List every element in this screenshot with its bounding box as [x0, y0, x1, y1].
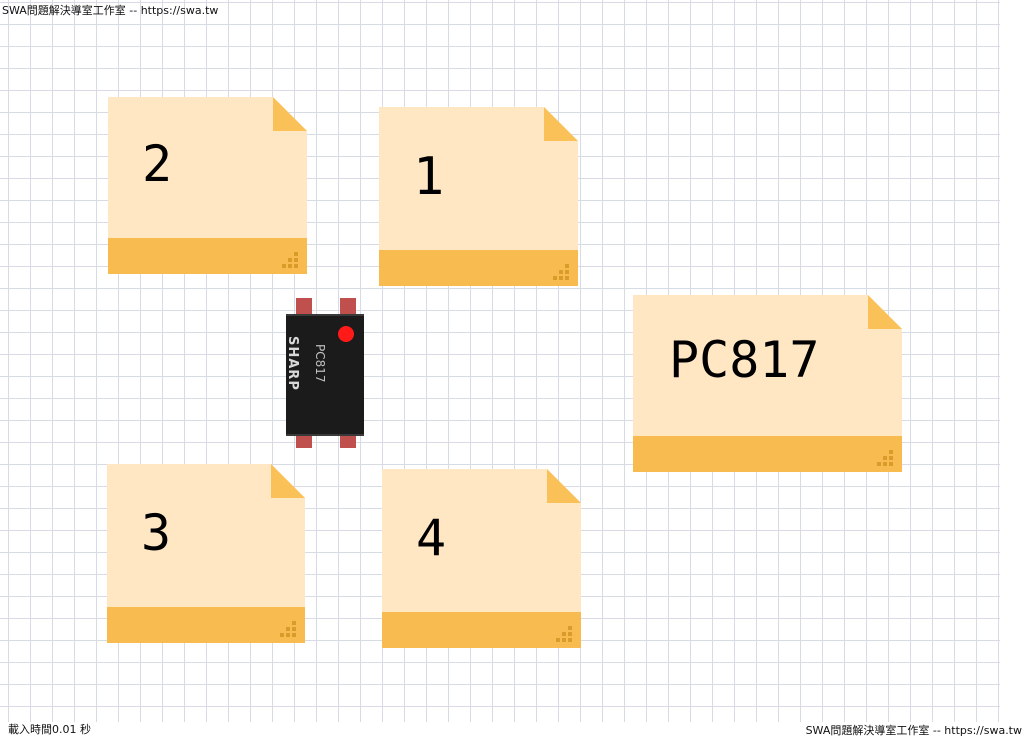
diagram-canvas: 2 1 PC817 [0, 0, 1000, 722]
site-footer-text: SWA問題解決導室工作室 -- https://swa.tw [805, 724, 1022, 737]
sticky-note-2[interactable]: 2 [108, 97, 307, 274]
note-fold [544, 107, 578, 141]
note-label: 3 [141, 504, 172, 562]
note-fold [271, 464, 305, 498]
resize-grip-icon[interactable] [280, 250, 300, 270]
note-fold [868, 295, 902, 329]
note-footer-bar [382, 612, 581, 648]
resize-grip-icon[interactable] [278, 619, 298, 639]
note-fold [273, 97, 307, 131]
resize-grip-icon[interactable] [875, 448, 895, 468]
note-label: 2 [142, 135, 173, 193]
note-footer-bar [107, 607, 305, 643]
site-header-text: SWA問題解決導室工作室 -- https://swa.tw [2, 4, 219, 17]
sticky-note-4[interactable]: 4 [382, 469, 581, 648]
resize-grip-icon[interactable] [551, 262, 571, 282]
note-label: PC817 [669, 331, 820, 389]
sticky-note-3[interactable]: 3 [107, 464, 305, 643]
sticky-note-1[interactable]: 1 [379, 107, 578, 286]
chip-brand-text: SHARP [285, 336, 300, 391]
pc817-optocoupler-chip[interactable]: SHARP PC817 [284, 296, 368, 452]
note-fold [547, 469, 581, 503]
note-label: 1 [413, 147, 445, 207]
chip-model-text: PC817 [313, 344, 327, 383]
sticky-note-pc817[interactable]: PC817 [633, 295, 902, 472]
note-footer-bar [108, 238, 307, 274]
pin1-marker-icon [338, 326, 354, 342]
note-footer-bar [633, 436, 902, 472]
load-time-text: 載入時間0.01 秒 [8, 723, 91, 736]
resize-grip-icon[interactable] [554, 624, 574, 644]
note-label: 4 [416, 509, 447, 567]
note-footer-bar [379, 250, 578, 286]
